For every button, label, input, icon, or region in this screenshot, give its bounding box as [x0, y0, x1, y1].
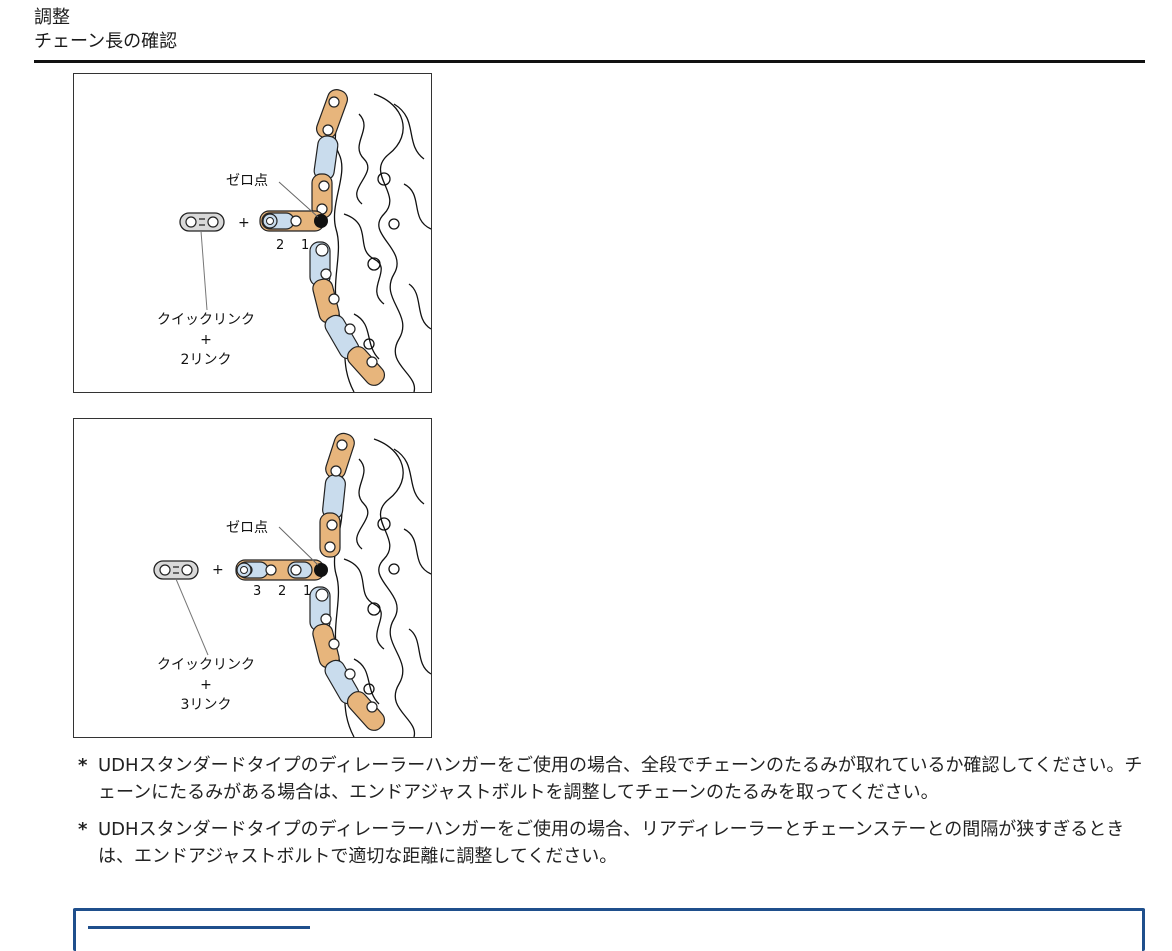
- link-number: 3: [253, 584, 262, 599]
- chain-length-figure-2-links: ゼロ点 + 2 1 クイックリンク + 2リンク: [73, 73, 432, 393]
- plus-sign: +: [238, 215, 250, 231]
- caption-line: +: [200, 677, 212, 693]
- caption-line: 2リンク: [180, 352, 232, 368]
- notes-list: * UDHスタンダードタイプのディレーラーハンガーをご使用の場合、全段でチェーン…: [78, 752, 1148, 880]
- info-box-tab: [88, 926, 310, 929]
- quick-link-caption: クイックリンク + 2リンク: [136, 310, 276, 370]
- caption-line: クイックリンク: [157, 657, 255, 673]
- quick-link-caption: クイックリンク + 3リンク: [136, 655, 276, 715]
- caption-line: +: [200, 332, 212, 348]
- note-item: * UDHスタンダードタイプのディレーラーハンガーをご使用の場合、リアディレーラ…: [78, 816, 1148, 870]
- note-marker: *: [78, 819, 88, 840]
- link-number: 2: [276, 238, 285, 253]
- zero-point-label: ゼロ点: [226, 173, 268, 189]
- link-number: 1: [303, 584, 312, 599]
- note-item: * UDHスタンダードタイプのディレーラーハンガーをご使用の場合、全段でチェーン…: [78, 752, 1148, 806]
- page-header: 調整 チェーン長の確認: [34, 6, 1144, 54]
- link-number: 1: [301, 238, 310, 253]
- caption-line: 3リンク: [180, 697, 232, 713]
- section-title: 調整: [34, 7, 70, 28]
- chain-illustration: [153, 432, 431, 737]
- zero-point-label: ゼロ点: [226, 520, 268, 536]
- plus-sign: +: [212, 562, 224, 578]
- note-text: UDHスタンダードタイプのディレーラーハンガーをご使用の場合、リアディレーラーと…: [98, 819, 1125, 867]
- header-divider: [34, 60, 1145, 63]
- note-text: UDHスタンダードタイプのディレーラーハンガーをご使用の場合、全段でチェーンのた…: [98, 755, 1143, 803]
- page-title: チェーン長の確認: [34, 31, 178, 52]
- chain-length-figure-3-links: ゼロ点 + 3 2 1 クイックリンク + 3リンク: [73, 418, 432, 738]
- link-number: 2: [278, 584, 287, 599]
- chain-illustration: [179, 89, 431, 392]
- note-marker: *: [78, 755, 88, 776]
- caption-line: クイックリンク: [157, 312, 255, 328]
